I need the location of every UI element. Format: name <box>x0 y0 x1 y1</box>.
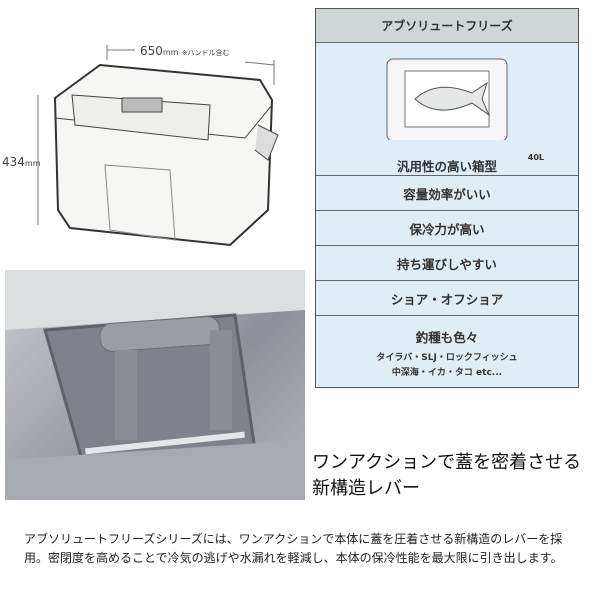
width-note: ※ハンドル含む <box>181 49 230 57</box>
capacity-label: 40L <box>527 153 544 162</box>
fishing-types-line1: タイラバ・SLJ・ロックフィッシュ <box>376 352 518 363</box>
lever-closeup-photo <box>5 270 305 500</box>
width-value: 650 <box>140 44 163 58</box>
feature-description: アブソリュートフリーズシリーズには、ワンアクションで本体に蓋を圧着させる新構造の… <box>24 532 563 565</box>
feature-row: 持ち運びしやすい <box>316 246 578 281</box>
feature-label: ショア・オフショア <box>390 291 504 307</box>
height-value: 434 <box>2 155 25 169</box>
cooler-dimension-diagram: 650mm ※ハンドル含む 434mm <box>0 0 305 260</box>
feature-label: 保冷力が高い <box>409 221 485 237</box>
height-unit: mm <box>24 159 41 168</box>
fish-in-cooler-illustration <box>386 58 508 140</box>
fishing-title: 釣種も色々 <box>415 329 479 345</box>
feature-row: 保冷力が高い <box>316 211 578 246</box>
feature-row: ショア・オフショア <box>316 281 578 316</box>
table-header: アブソリュートフリーズ <box>316 9 578 43</box>
shape-label: 汎用性の高い箱型 <box>396 159 497 174</box>
feature-label: 持ち運びしやすい <box>397 256 497 272</box>
feature-headline: ワンアクションで蓋を密着させる新構造レバー <box>312 452 582 499</box>
feature-label: 容量効率がいい <box>403 186 491 202</box>
table-title: アブソリュートフリーズ <box>381 19 513 33</box>
shape-row: 40L 汎用性の高い箱型 <box>316 43 578 176</box>
feature-table: アブソリュートフリーズ 40L 汎用性の高い箱型 容量効率がいい 保冷力が高い … <box>315 8 579 388</box>
fishing-types-line2: 中深海・イカ・タコ etc... <box>391 367 503 378</box>
cooler-line-drawing <box>37 45 279 247</box>
feature-row: 容量効率がいい <box>316 176 578 211</box>
fishing-row: 釣種も色々 タイラバ・SLJ・ロックフィッシュ 中深海・イカ・タコ etc... <box>316 316 578 388</box>
width-unit: mm <box>162 48 179 57</box>
